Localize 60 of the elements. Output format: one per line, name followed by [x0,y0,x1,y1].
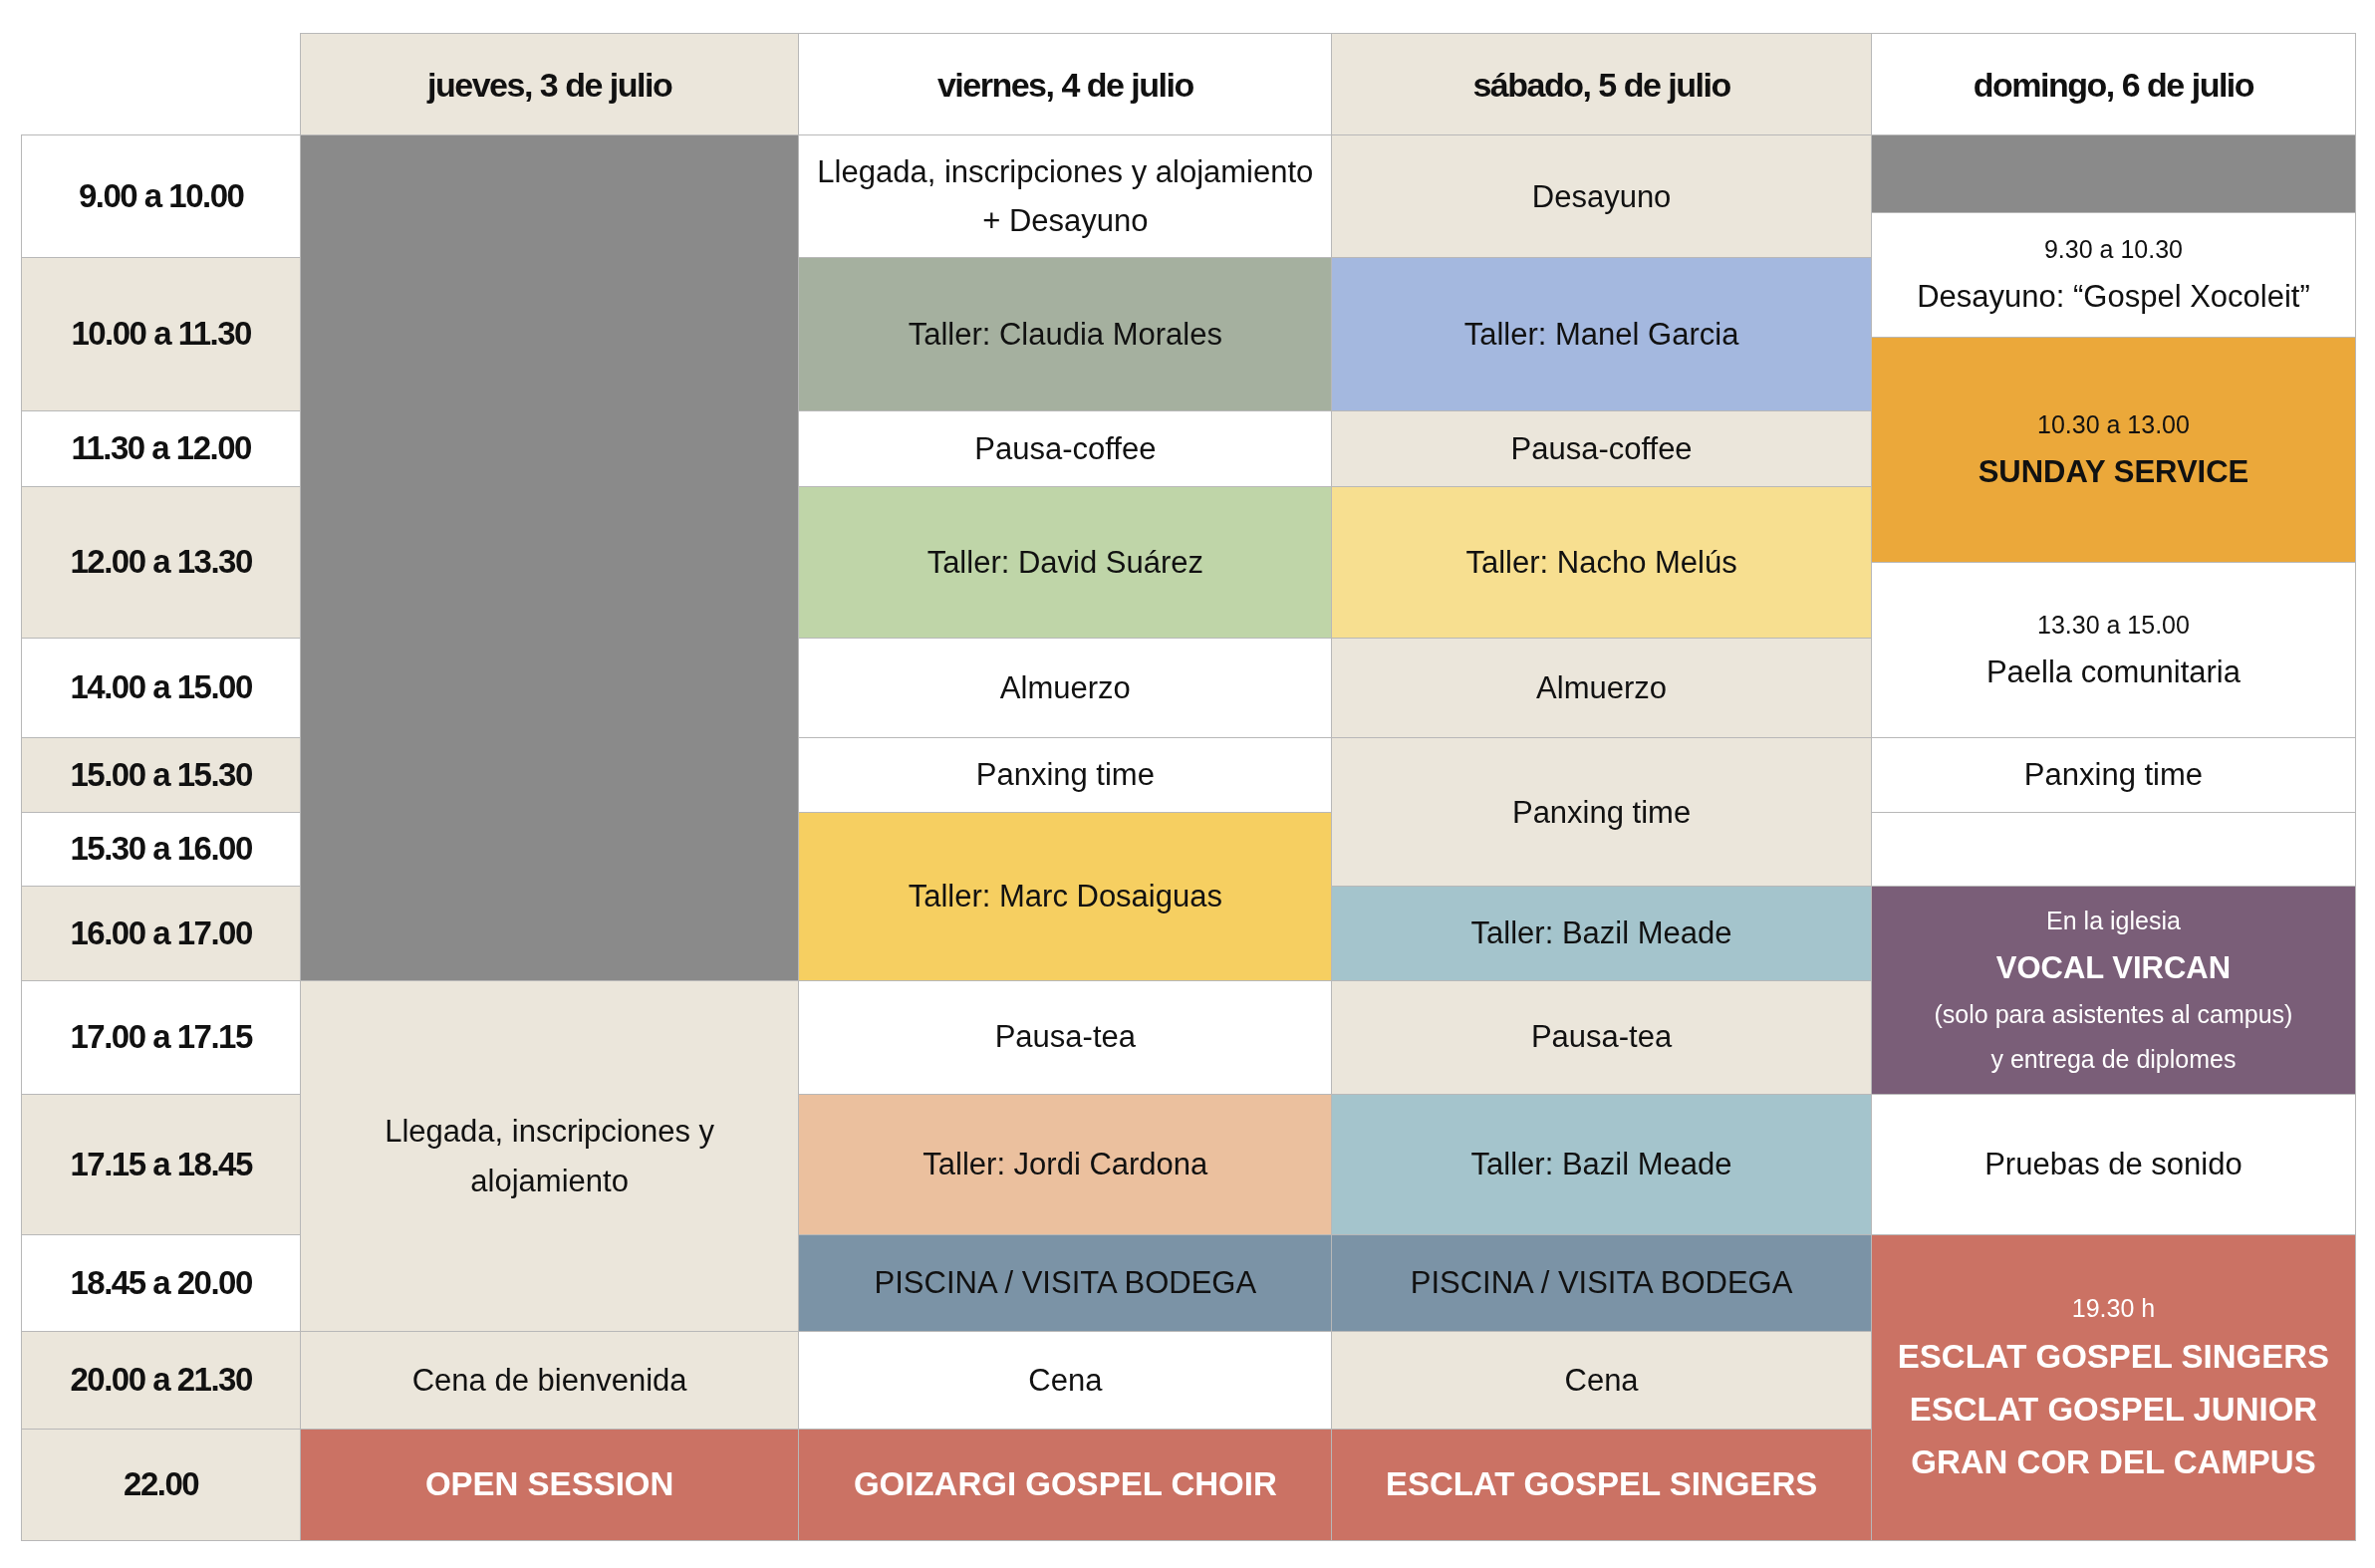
activity-text: Almuerzo [999,668,1131,707]
time-slot: 10.00 a 11.30 [71,308,251,362]
activity-text: Panxing time [975,756,1155,795]
note-text: En la iglesia [2046,905,2181,936]
activity-text: Taller: Bazil Meade [1470,1146,1732,1184]
time-slot: 14.00 a 15.00 [70,661,252,715]
note-text: 10.30 a 13.00 [2037,409,2190,440]
activity-text: Pruebas de sonido [1984,1146,2243,1184]
activity-text: Cena [1564,1361,1639,1400]
activity-text: Taller: Marc Dosaiguas [908,878,1222,915]
activity-text: Pausa-coffee [1510,429,1693,468]
activity-text: Taller: Nacho Melús [1465,543,1737,582]
day-header: viernes, 4 de julio [936,64,1193,106]
activity-text: ESCLAT GOSPEL SINGERS [1897,1337,2330,1378]
activity-text: Cena [1028,1361,1103,1400]
activity-text: Cena de bienvenida [411,1361,687,1400]
activity-text: Panxing time [1511,793,1692,832]
time-slot: 20.00 a 21.30 [70,1354,252,1407]
time-slot: 15.00 a 15.30 [70,748,252,802]
time-slot: 17.15 a 18.45 [70,1138,252,1191]
activity-text: Panxing time [2023,756,2204,795]
activity-text: PISCINA / VISITA BODEGA [874,1264,1257,1303]
activity-text: ESCLAT GOSPEL SINGERS [1385,1464,1818,1505]
time-slot: 15.30 a 16.00 [70,823,252,877]
activity-text: OPEN SESSION [424,1464,674,1505]
activity-text: Paella comunitaria [1985,653,2241,692]
time-slot: 11.30 a 12.00 [71,422,251,475]
activity-text: PISCINA / VISITA BODEGA [1410,1264,1793,1303]
activity-text: GRAN COR DEL CAMPUS [1911,1442,2316,1483]
activity-text: Taller: Jordi Cardona [923,1146,1208,1184]
time-slot: 22.00 [124,1458,199,1511]
activity-text: Desayuno: “Gospel Xocoleit” [1917,278,2310,317]
note-text: y entrega de diplomes [1990,1044,2237,1076]
activity-text: Llegada, inscripciones y alojamiento [384,1112,716,1200]
activity-text: Taller: Manel Garcia [1463,315,1739,354]
time-slot: 16.00 a 17.00 [70,907,252,960]
activity-text: Taller: Bazil Meade [1470,915,1732,953]
time-slot: 9.00 a 10.00 [78,170,244,223]
activity-text: Taller: David Suárez [926,543,1204,582]
day-header: domingo, 6 de julio [1973,64,2254,106]
activity-text: Pausa-coffee [974,429,1157,468]
activity-text: VOCAL VIRCAN [1995,948,2232,987]
time-slot: 12.00 a 13.30 [70,536,252,589]
note-text: 19.30 h [2071,1293,2156,1325]
day-header: sábado, 5 de julio [1472,64,1730,106]
activity-text: Almuerzo [1536,668,1668,707]
activity-text: ESCLAT GOSPEL JUNIOR [1909,1390,2318,1431]
activity-text: Pausa-tea [1530,1018,1673,1057]
note-text: (solo para asistentes al campus) [1934,999,2293,1031]
activity-text: Llegada, inscripciones y alojamiento + Desayuno [816,152,1315,241]
activity-text: Taller: Claudia Morales [908,315,1222,354]
note-text: 9.30 a 10.30 [2043,234,2183,266]
note-text: 13.30 a 15.00 [2037,610,2190,642]
activity-text: SUNDAY SERVICE [1978,453,2249,491]
activity-text: Pausa-tea [994,1018,1136,1057]
activity-text: GOIZARGI GOSPEL CHOIR [853,1464,1277,1505]
activity-text: Desayuno [1531,177,1672,216]
day-header: jueves, 3 de julio [427,64,672,106]
time-slot: 18.45 a 20.00 [70,1256,252,1310]
time-slot: 17.00 a 17.15 [70,1010,252,1064]
